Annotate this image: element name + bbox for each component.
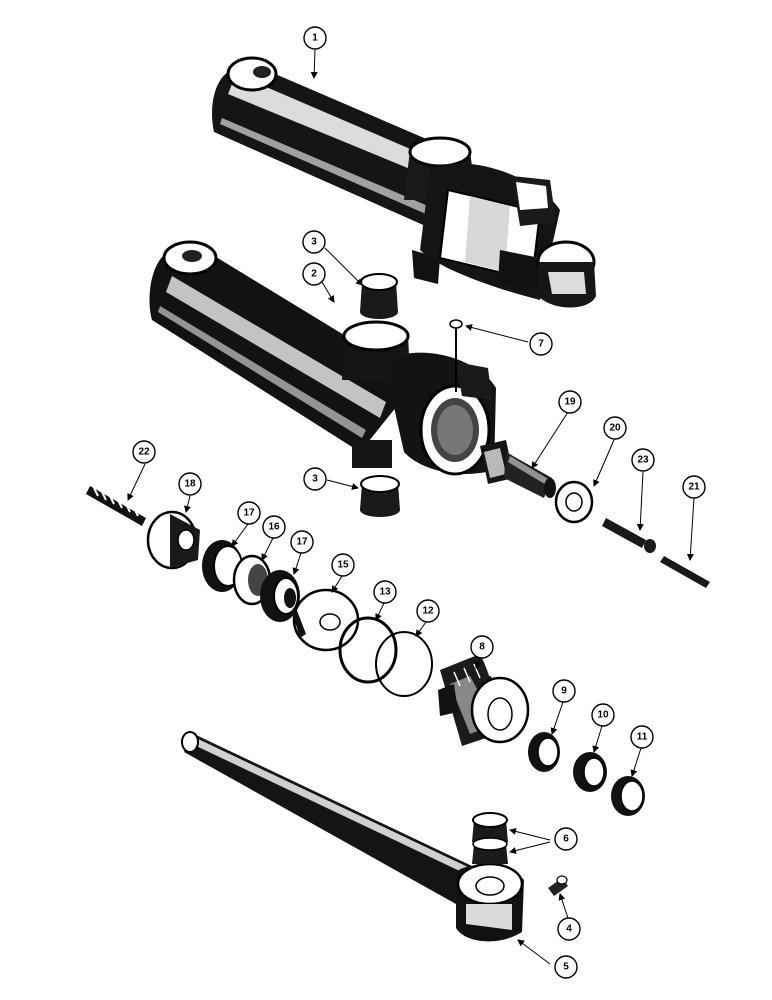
pin-short [660, 556, 710, 588]
svg-text:20: 20 [609, 423, 621, 434]
callout-20: 20 [603, 416, 627, 440]
callout-16: 16 [262, 515, 286, 539]
svg-text:22: 22 [138, 447, 150, 458]
piston-rod [181, 731, 524, 942]
grease-fitting [548, 875, 568, 896]
piston [292, 588, 360, 652]
callout-10: 10 [591, 703, 615, 727]
leader-lines [127, 49, 695, 965]
svg-text:9: 9 [561, 686, 567, 697]
svg-text:2: 2 [311, 269, 317, 280]
callout-3-lower: 3 [303, 467, 327, 491]
svg-text:3: 3 [312, 474, 318, 485]
svg-text:17: 17 [243, 508, 255, 519]
callout-9: 9 [552, 679, 576, 703]
set-screw [449, 319, 463, 392]
svg-text:7: 7 [538, 339, 544, 350]
svg-text:5: 5 [563, 962, 569, 973]
callout-7: 7 [529, 332, 553, 356]
svg-text:3: 3 [311, 237, 317, 248]
bushing-lower [360, 475, 400, 517]
svg-text:8: 8 [479, 642, 485, 653]
pin-long [602, 518, 656, 553]
callout-5: 5 [554, 955, 578, 979]
callout-13: 13 [373, 580, 397, 604]
callout-23: 23 [631, 448, 655, 472]
cylinder-assembly-complete [212, 56, 596, 308]
spring-cap [146, 510, 200, 570]
svg-text:23: 23 [637, 455, 649, 466]
callout-6: 6 [554, 827, 578, 851]
svg-text:10: 10 [597, 710, 609, 721]
rod-end-fitting [480, 440, 556, 498]
svg-text:16: 16 [268, 522, 280, 533]
svg-text:12: 12 [422, 606, 434, 617]
rod-bushing [528, 732, 560, 772]
svg-text:19: 19 [564, 397, 576, 408]
svg-text:21: 21 [688, 482, 700, 493]
callout-8: 8 [470, 635, 494, 659]
o-ring-large [338, 616, 398, 684]
piston-seal-outer-right [260, 570, 300, 622]
rod-wiper [611, 776, 645, 816]
rod-seal [573, 752, 607, 792]
callout-19: 19 [558, 390, 582, 414]
callout-4: 4 [557, 917, 581, 941]
bushing-upper [360, 273, 398, 319]
rod-eye-bushings [472, 812, 508, 864]
cylinder-gland [438, 654, 530, 746]
callout-3-upper: 3 [302, 230, 326, 254]
callout-22: 22 [132, 440, 156, 464]
svg-text:15: 15 [337, 560, 349, 571]
spring [86, 486, 146, 526]
callout-11: 11 [630, 725, 654, 749]
svg-text:4: 4 [566, 924, 572, 935]
callout-17-left: 17 [237, 501, 261, 525]
cylinder-barrel [149, 240, 496, 476]
callout-1: 1 [303, 26, 327, 50]
svg-text:18: 18 [184, 479, 196, 490]
o-ring-backup [375, 631, 433, 697]
callout-17-right: 17 [290, 530, 314, 554]
callout-2: 2 [302, 262, 326, 286]
svg-text:17: 17 [296, 537, 308, 548]
svg-text:11: 11 [637, 732, 648, 743]
svg-text:6: 6 [563, 834, 569, 845]
callout-21: 21 [682, 475, 706, 499]
washer [554, 480, 594, 524]
callout-12: 12 [416, 599, 440, 623]
callout-15: 15 [331, 553, 355, 577]
svg-text:1: 1 [312, 33, 318, 44]
callout-18: 18 [178, 472, 202, 496]
svg-text:13: 13 [379, 587, 391, 598]
